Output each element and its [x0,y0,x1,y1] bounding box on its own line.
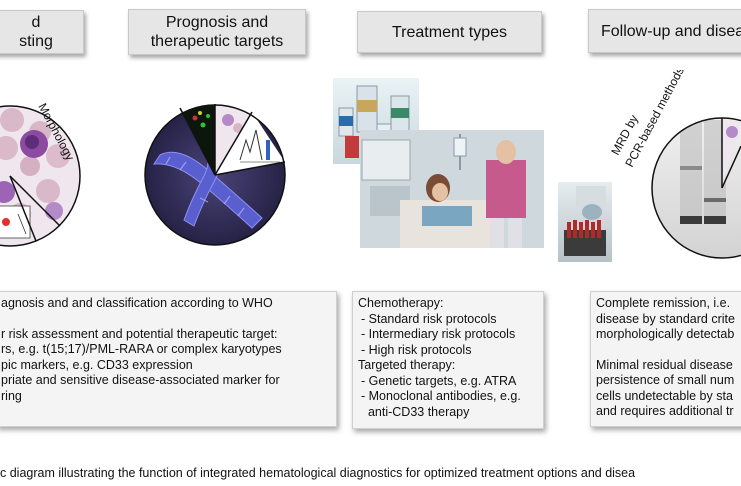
box1-line: priate and sensitive disease-associated … [1,373,280,387]
box1-spacer [1,312,330,327]
header-diagnostics: d sting [0,10,84,54]
header-followup: Follow-up and diseas [588,9,741,53]
header-prognosis-text: Prognosis and therapeutic targets [150,14,284,50]
header-treatment-text: Treatment types [391,23,507,41]
patient-treatment-photo [360,130,544,248]
chemotherapy-item: - Standard risk protocols [361,311,497,326]
chromosome-pie-icon [144,104,286,246]
targeted-therapy-item: - Monoclonal antibodies, e.g. [361,389,521,403]
box3-line: and requires additional tr [596,404,734,418]
followup-box: Complete remission, i.e. disease by stan… [590,291,741,427]
gel-pie-icon: MRD by PCR-based methods [608,70,741,259]
treatment-box: Chemotherapy: - Standard risk protocols … [352,291,544,429]
chemotherapy-title: Chemotherapy: [358,296,444,310]
targeted-therapy-item: anti-CD33 therapy [361,404,470,419]
header-followup-text: Follow-up and diseas [601,22,741,40]
box3-line: morphologically detectab [596,327,735,341]
header-prognosis: Prognosis and therapeutic targets [128,9,306,55]
chemotherapy-item: - Intermediary risk protocols [361,327,516,341]
header-treatment: Treatment types [357,11,542,53]
box1-line: pic markers, e.g. CD33 expression [1,357,193,372]
diagnostics-box: agnosis and and classification according… [0,291,337,427]
box3-spacer [596,343,741,358]
box1-line: ring [1,388,22,403]
chemotherapy-item: - High risk protocols [361,342,472,357]
box3-line: disease by standard crite [596,311,735,326]
box1-line: r risk assessment and potential therapeu… [1,326,278,341]
lab-samples-photo [558,182,612,262]
header-diagnostics-text: d sting [19,14,53,50]
box1-line: agnosis and and classification according… [1,296,273,310]
figure-caption: c diagram illustrating the function of i… [0,466,636,480]
box3-line: cells undetectable by sta [596,388,733,403]
morphology-pie-icon: Morphology [0,101,81,247]
box3-line: persistence of small num [596,373,735,387]
box3-line: Minimal residual disease [596,357,733,372]
targeted-therapy-title: Targeted therapy: [358,358,456,372]
targeted-therapy-item: - Genetic targets, e.g. ATRA [361,373,517,388]
box1-line: rs, e.g. t(15;17)/PML-RARA or complex ka… [1,342,282,356]
box3-line: Complete remission, i.e. [596,296,731,310]
